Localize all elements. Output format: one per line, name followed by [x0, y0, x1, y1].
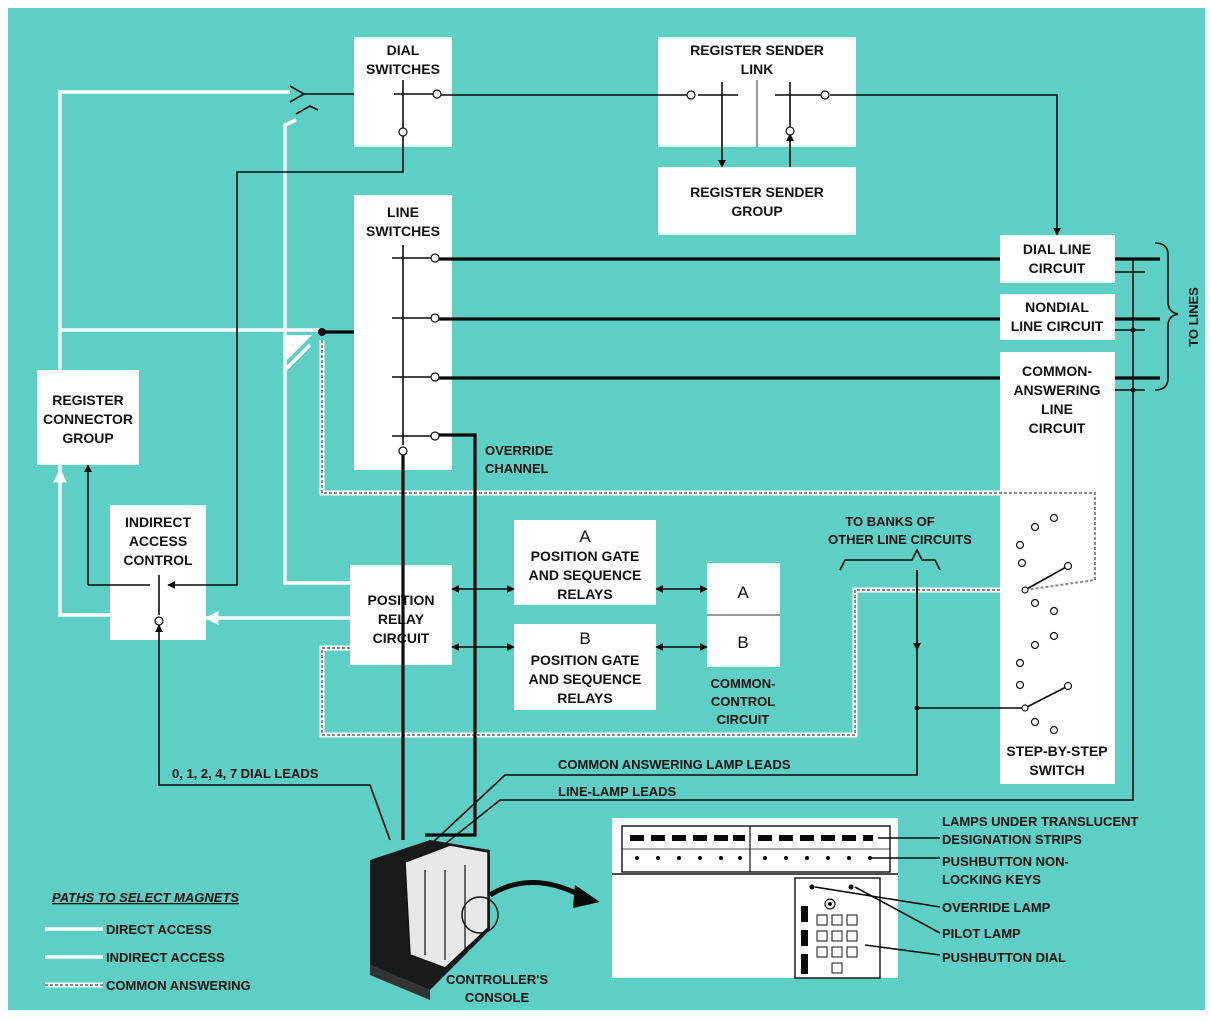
- legend-title: PATHS TO SELECT MAGNETS: [52, 890, 239, 905]
- common-answering-label-2: ANSWERING: [1013, 382, 1100, 398]
- common-answering-label-3: LINE: [1041, 401, 1073, 417]
- indirect-access-label-2: ACCESS: [129, 533, 187, 549]
- override-channel-label-1: OVERRIDE: [485, 443, 553, 458]
- black-connections: [84, 80, 1179, 849]
- switch-contacts: [154, 89, 1136, 735]
- pushbutton-keys-label-1: PUSHBUTTON NON-: [942, 854, 1069, 869]
- register-sender-group-label-1: REGISTER SENDER: [690, 184, 824, 200]
- dial-switch-entry-symbols: [289, 85, 354, 115]
- to-lines-label: TO LINES: [1186, 287, 1201, 347]
- direct-access-paths: [53, 90, 350, 625]
- dial-switches-label-1: DIAL: [387, 42, 420, 58]
- indirect-access-label-1: INDIRECT: [125, 514, 192, 530]
- register-sender-link-label-2: LINK: [741, 61, 774, 77]
- position-gate-b-block: B POSITION GATE AND SEQUENCE RELAYS: [514, 624, 656, 710]
- pushbutton-dial-label: PUSHBUTTON DIAL: [942, 950, 1066, 965]
- common-control-a: A: [737, 583, 749, 602]
- common-control-circuit-label-3: CIRCUIT: [717, 712, 770, 727]
- common-answering-paths: [319, 340, 1098, 738]
- controllers-console-icon: [370, 840, 600, 1000]
- dial-line-circuit-block: DIAL LINE CIRCUIT: [1000, 235, 1115, 283]
- position-gate-b-label-3: RELAYS: [557, 690, 613, 706]
- to-banks-label-1: TO BANKS OF: [845, 514, 934, 529]
- position-gate-a-label-1: POSITION GATE: [531, 548, 640, 564]
- common-answering-lamp-leads-label: COMMON ANSWERING LAMP LEADS: [558, 757, 791, 772]
- pushbutton-keys: [635, 856, 872, 860]
- controllers-console-label-2: CONSOLE: [465, 990, 530, 1005]
- lamps-under-strips-label-1: LAMPS UNDER TRANSLUCENT: [942, 814, 1139, 829]
- position-relay-label-2: RELAY: [378, 611, 425, 627]
- common-control-circuit-label-1: COMMON-: [711, 676, 776, 691]
- controllers-console-label-1: CONTROLLER'S: [446, 972, 548, 987]
- indirect-access-label-3: CONTROL: [123, 552, 193, 568]
- position-gate-a-letter: A: [579, 527, 591, 546]
- position-gate-a-label-3: RELAYS: [557, 586, 613, 602]
- lamps-under-strips-label-2: DESIGNATION STRIPS: [942, 832, 1082, 847]
- position-gate-b-letter: B: [579, 629, 590, 648]
- step-by-step-switch-label-1: STEP-BY-STEP: [1006, 743, 1107, 759]
- to-banks-label-2: OTHER LINE CIRCUITS: [828, 532, 972, 547]
- position-gate-a-label-2: AND SEQUENCE: [529, 567, 642, 583]
- position-gate-b-label-2: AND SEQUENCE: [529, 671, 642, 687]
- console-panel-detail: [612, 818, 941, 979]
- nondial-line-circuit-block: NONDIAL LINE CIRCUIT: [1000, 294, 1115, 340]
- dial-line-circuit-label-2: CIRCUIT: [1029, 260, 1086, 276]
- position-gate-b-label-1: POSITION GATE: [531, 652, 640, 668]
- register-connector-label-2: CONNECTOR: [43, 411, 133, 427]
- nondial-line-circuit-label-1: NONDIAL: [1025, 299, 1089, 315]
- register-sender-group-label-2: GROUP: [731, 203, 782, 219]
- line-lamp-leads-label: LINE-LAMP LEADS: [558, 784, 677, 799]
- step-by-step-switch-label-2: SWITCH: [1029, 762, 1084, 778]
- nondial-line-circuit-label-2: LINE CIRCUIT: [1011, 318, 1104, 334]
- register-sender-group-block: REGISTER SENDER GROUP: [658, 167, 856, 235]
- pilot-lamp-label: PILOT LAMP: [942, 926, 1021, 941]
- override-lamp-icon: [809, 884, 815, 890]
- position-gate-a-block: A POSITION GATE AND SEQUENCE RELAYS: [514, 520, 656, 605]
- pushbutton-dial-icon: [816, 914, 858, 974]
- common-control-circuit-label-2: CONTROL: [711, 694, 775, 709]
- legend-item-direct-access: DIRECT ACCESS: [106, 922, 212, 937]
- dial-leads-label: 0, 1, 2, 4, 7 DIAL LEADS: [172, 766, 319, 781]
- dial-switches-label-2: SWITCHES: [366, 61, 440, 77]
- common-answering-label-4: CIRCUIT: [1029, 420, 1086, 436]
- legend-item-common-answering: COMMON ANSWERING: [106, 978, 251, 993]
- position-relay-circuit-block: POSITION RELAY CIRCUIT: [350, 565, 452, 665]
- line-switches-label-1: LINE: [387, 204, 419, 220]
- common-answering-line-circuit-block: COMMON- ANSWERING LINE CIRCUIT STEP-BY-S…: [1000, 352, 1115, 784]
- legend-item-indirect-access: INDIRECT ACCESS: [106, 950, 225, 965]
- common-control-b: B: [737, 633, 748, 652]
- position-relay-label-1: POSITION: [368, 592, 435, 608]
- position-relay-label-3: CIRCUIT: [373, 630, 430, 646]
- pilot-lamp-icon: [824, 898, 836, 910]
- line-switches-label-2: SWITCHES: [366, 223, 440, 239]
- pushbutton-keys-label-2: LOCKING KEYS: [942, 872, 1041, 887]
- legend: PATHS TO SELECT MAGNETS DIRECT ACCESS IN…: [45, 890, 251, 993]
- override-lamp-label: OVERRIDE LAMP: [942, 900, 1051, 915]
- register-connector-group-block: REGISTER CONNECTOR GROUP: [37, 370, 139, 465]
- register-sender-link-label-1: REGISTER SENDER: [690, 42, 824, 58]
- common-control-circuit-block: A B: [707, 563, 780, 667]
- dial-line-circuit-label-1: DIAL LINE: [1023, 241, 1091, 257]
- common-answering-label-1: COMMON-: [1022, 363, 1092, 379]
- override-channel-label-2: CHANNEL: [485, 461, 549, 476]
- designation-lamps: [630, 835, 873, 841]
- register-connector-label-3: GROUP: [62, 430, 113, 446]
- register-connector-label-1: REGISTER: [52, 392, 124, 408]
